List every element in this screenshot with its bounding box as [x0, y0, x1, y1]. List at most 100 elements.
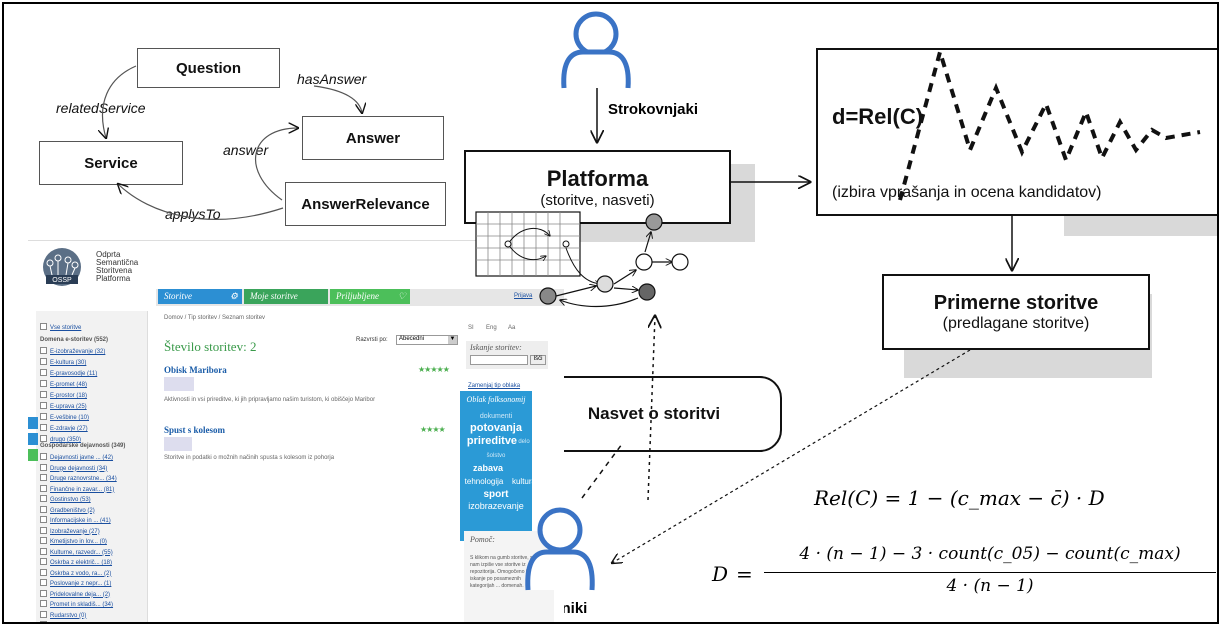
economic-item[interactable]: Gradbeništvo (2) — [40, 506, 95, 514]
economic-item[interactable]: Strokovne, znanst... (58) — [40, 621, 115, 622]
logo-abbr: OSSP — [52, 277, 72, 284]
cloud-tag-dokumenti[interactable]: dokumenti — [479, 413, 513, 420]
relevance-formula: d=Rel(C) — [832, 104, 924, 129]
cloud-title: Oblak folksonomij — [466, 395, 526, 404]
economic-item[interactable]: Informacijske in ... (41) — [40, 516, 111, 524]
cloud-tag-tehnologija[interactable]: tehnologija — [464, 477, 504, 486]
economic-item[interactable]: Poslovanje z nepr... (1) — [40, 579, 111, 587]
cloud-tag-delo[interactable]: delo — [518, 439, 530, 445]
economic-item[interactable]: Druge raznovrstne... (34) — [40, 474, 117, 482]
service-title-1[interactable]: Obisk Maribora — [164, 365, 227, 375]
service-count-title: Število storitev: 2 — [164, 339, 257, 354]
economic-item[interactable]: Gostinstvo (53) — [40, 495, 91, 503]
question-node: Question — [137, 48, 280, 88]
tab-storitve[interactable]: Storitve⚙ — [158, 289, 242, 304]
login-link[interactable]: Prijava — [514, 293, 533, 299]
advice-bubble: Nasvet o storitvi — [526, 376, 782, 452]
logo-line-3: Storitvena — [96, 266, 133, 275]
platform-box: Platforma (storitve, nasveti) — [464, 150, 731, 224]
experts-label: Strokovnjaki — [608, 101, 699, 118]
cloud-tag-solstvo[interactable]: šolstvo — [486, 453, 506, 459]
economic-item[interactable]: Kulturne, razvedr... (55) — [40, 548, 113, 556]
lang-eng[interactable]: Eng — [486, 325, 497, 331]
tab-priljubljene[interactable]: Priljubljene♡ — [330, 289, 410, 304]
service-thumb-1 — [164, 377, 194, 391]
domain-item[interactable]: E-promet (48) — [40, 380, 87, 388]
service-node: Service — [39, 141, 183, 185]
example-services-box: Primerne storitve (predlagane storitve) — [882, 274, 1150, 350]
economic-item[interactable]: Dejavnosti javne ... (42) — [40, 453, 113, 461]
economic-item[interactable]: Promet in skladiš... (34) — [40, 600, 113, 608]
cloud-tag-kultura[interactable]: kultura — [511, 477, 536, 486]
change-cloud-link[interactable]: Zamenjaj tip oblaka — [468, 383, 521, 389]
breadcrumb: Domov / Tip storitev / Seznam storitev — [164, 315, 266, 321]
example-services-subtitle: (predlagane storitve) — [942, 314, 1090, 332]
d-formula-numerator: 4 · (n − 1) − 3 · count(c_05) − count(c_… — [799, 544, 1181, 564]
example-services-title: Primerne storitve — [933, 291, 1099, 314]
economic-item[interactable]: Pridelovalne deja... (2) — [40, 590, 110, 598]
domain-item[interactable]: E-vešbine (10) — [40, 413, 89, 421]
left-export-button[interactable] — [28, 433, 38, 445]
d-formula-lhs: D — [712, 562, 729, 586]
domain-item[interactable]: E-zdravje (27) — [40, 424, 88, 432]
d-formula-eq: = — [736, 562, 753, 586]
help-text: S klikom na gumb storitve, se nam izpiše… — [470, 555, 540, 589]
folksonomy-cloud: Oblak folksonomij dokumenti potovanja pr… — [460, 391, 536, 541]
economic-item[interactable]: Finančne in zavar... (81) — [40, 485, 114, 493]
logo-line-2: Semantična — [96, 258, 139, 267]
service-desc-2: Storitve in podatki o možnih načinih spu… — [164, 455, 335, 461]
platform-subtitle: (storitve, nasveti) — [540, 191, 655, 209]
answer-node: Answer — [302, 116, 444, 160]
rel-formula: Rel(C) = 1 − (c_max − c̄) · D — [814, 486, 1105, 510]
domain-item[interactable]: E-prostor (18) — [40, 391, 87, 399]
relevance-box: d=Rel(C) (izbira vprašanja in ocena kand… — [816, 48, 1217, 216]
cloud-tag-potovanja[interactable]: potovanja — [470, 422, 522, 434]
platform-title: Platforma — [546, 165, 649, 191]
tab-moje-storitve[interactable]: Moje storitve — [244, 289, 328, 304]
relevance-caption: (izbira vprašanja in ocena kandidatov) — [832, 184, 1102, 201]
economic-item[interactable]: Izobraževanje (27) — [40, 527, 100, 535]
all-services-link[interactable]: Vse storitve — [40, 323, 81, 331]
service-rating-1: ★★★★★ — [418, 365, 450, 374]
search-input[interactable] — [470, 355, 528, 365]
domain-item[interactable]: E-pravosodje (11) — [40, 369, 97, 377]
service-thumb-2 — [164, 437, 192, 451]
domain-heading: Domena e-storitev (552) — [40, 337, 109, 343]
has-answer-label: hasAnswer — [297, 71, 367, 87]
lang-aa[interactable]: Aa — [508, 325, 516, 331]
sort-select[interactable]: Abecedni▼ — [396, 335, 458, 345]
domain-item[interactable]: E-uprava (25) — [40, 402, 87, 410]
economic-item[interactable]: Kmetijstvo in lov... (0) — [40, 537, 107, 545]
search-button[interactable]: Išči — [530, 355, 546, 365]
lang-si[interactable]: SI — [468, 325, 474, 331]
service-desc-1: Aktivnosti in vsi prireditve, ki jih pri… — [164, 397, 376, 403]
related-service-label: relatedService — [56, 100, 146, 116]
cloud-tag-prireditve[interactable]: prireditve — [466, 435, 518, 447]
help-title: Pomoč: — [470, 535, 495, 544]
economic-heading: Gospodarske dejavnosti (349) — [40, 443, 126, 449]
logo-line-4: Platforma — [96, 274, 131, 283]
answer-edge-label: answer — [223, 142, 269, 158]
domain-item[interactable]: drugo (350) — [40, 435, 81, 443]
left-gear-button[interactable] — [28, 417, 38, 429]
ossp-website-screenshot: OSSP Odprta Semantična Storitvena Platfo… — [28, 240, 564, 622]
d-formula-denominator: 4 · (n − 1) — [946, 576, 1034, 596]
economic-item[interactable]: Oskrba z vodo, ra... (2) — [40, 569, 111, 577]
left-heart-button[interactable] — [28, 449, 38, 461]
economic-item[interactable]: Oskrba z električ... (18) — [40, 558, 112, 566]
d-formula-bar — [764, 572, 1216, 573]
logo-text: Odprta Semantična Storitvena Platforma — [96, 251, 138, 283]
domain-item[interactable]: E-kultura (30) — [40, 358, 86, 366]
service-title-2[interactable]: Spust s kolesom — [164, 425, 226, 435]
search-title: Iskanje storitev: — [470, 343, 522, 352]
domain-item[interactable]: E-izobraževanje (32) — [40, 347, 105, 355]
economic-item[interactable]: Rudarstvo (0) — [40, 611, 86, 619]
cloud-tag-zabava[interactable]: zabava — [472, 463, 504, 473]
sort-label: Razvrsti po: — [356, 337, 388, 343]
cloud-tag-sport[interactable]: sport — [483, 489, 509, 500]
logo-line-1: Odprta — [96, 250, 121, 259]
economic-item[interactable]: Druge dejavnosti (34) — [40, 464, 107, 472]
answer-relevance-node: AnswerRelevance — [285, 182, 446, 226]
cloud-tag-izobrazevanje[interactable]: izobrazevanje — [468, 501, 524, 511]
